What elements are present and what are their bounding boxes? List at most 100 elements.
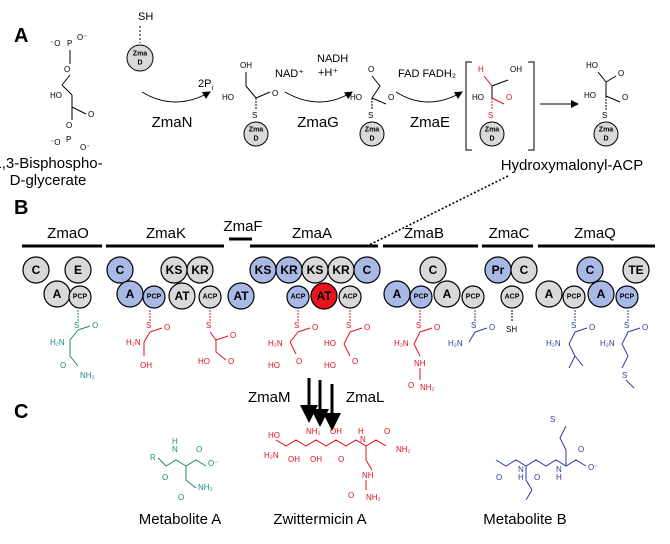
protein-zmaK: ZmaK (146, 225, 186, 242)
svg-text:O: O (642, 323, 648, 332)
svg-text:S: S (602, 111, 607, 120)
zmaN-arrow (141, 91, 211, 103)
domain-label-ks-5: KS (166, 263, 183, 277)
svg-text:H₂N: H₂N (126, 338, 141, 347)
domain-label-pcp-22: PCP (414, 294, 429, 301)
domain-te-29 (622, 256, 650, 284)
svg-text:D: D (489, 136, 494, 143)
domain-c-20 (419, 256, 447, 284)
domain-label-kr-6: KR (191, 263, 209, 277)
zmaN-label: ZmaN (152, 114, 193, 131)
svg-text:D: D (253, 136, 258, 143)
zmaE-label: ZmaE (410, 114, 450, 131)
svg-text:HO: HO (584, 91, 596, 100)
svg-text:O: O (272, 89, 278, 98)
svg-text:O: O (496, 473, 502, 482)
carrier-label-2: D (137, 60, 142, 67)
domain-e-1 (64, 256, 92, 284)
metabolite-b-structure: O N H O N H O⁻ O S (495, 415, 598, 501)
zmaE-arrow (395, 91, 463, 103)
svg-text:S: S (346, 321, 351, 330)
domain-acp-19 (338, 285, 362, 309)
svg-text:S: S (622, 371, 627, 380)
svg-text:O: O (534, 473, 540, 482)
zmaN-cofactor: 2Pi (198, 78, 213, 92)
svg-text:O: O (434, 323, 440, 332)
metabolite-b-label: Metabolite B (483, 511, 566, 528)
domain-label-pcp-3: PCP (73, 294, 88, 301)
svg-text:O⁻: O⁻ (77, 33, 87, 42)
svg-text:S: S (252, 111, 257, 120)
svg-text:O: O (338, 455, 344, 464)
protein-headers: ZmaO ZmaK ZmaF ZmaA ZmaB ZmaC ZmaQ (22, 218, 655, 248)
svg-text:⁻O: ⁻O (50, 138, 60, 147)
domain-label-acp-19: ACP (343, 294, 358, 301)
svg-text:HO: HO (324, 339, 336, 348)
enol-intermediate: H OH HO O S Zma D (465, 61, 535, 151)
zmaG-label: ZmaG (297, 114, 339, 131)
svg-text:NH₂: NH₂ (198, 483, 213, 492)
svg-text:H: H (556, 473, 562, 482)
svg-text:S: S (206, 321, 211, 330)
svg-text:O: O (162, 473, 168, 482)
svg-text:NH₂: NH₂ (80, 371, 95, 380)
svg-text:O: O (92, 321, 98, 330)
domain-label-pr-25: Pr (492, 263, 505, 277)
panel-label-b: B (14, 197, 28, 219)
svg-text:S: S (146, 321, 151, 330)
svg-text:H₂N: H₂N (268, 339, 283, 348)
domain-pcp-31 (562, 285, 586, 309)
svg-text:H₂N: H₂N (50, 338, 65, 347)
metabolite-a-structure: R O N H O⁻ O O NH₂ (150, 437, 218, 502)
svg-text:O: O (618, 69, 624, 78)
svg-text:H₂N: H₂N (448, 339, 463, 348)
svg-text:O: O (178, 493, 184, 502)
zwittermicin-a-structure: HO H₂N OH NH₂ OH OH O H N O NH₂ NH O NH₂ (264, 427, 411, 502)
domain-c-0 (22, 256, 50, 284)
svg-text:HO: HO (198, 357, 210, 366)
svg-text:O⁻: O⁻ (208, 459, 218, 468)
svg-text:Zma: Zma (599, 127, 614, 134)
svg-text:⁻O: ⁻O (50, 39, 60, 48)
svg-text:Zma: Zma (485, 127, 500, 134)
zmaG-cofactor-h: +H⁺ (318, 67, 338, 79)
svg-text:O: O (408, 381, 414, 390)
domain-label-acp-27: ACP (505, 294, 520, 301)
domain-label-c-20: C (429, 263, 438, 277)
svg-text:HO: HO (268, 361, 280, 370)
domain-label-at-18: AT (316, 289, 332, 303)
svg-text:HO: HO (222, 93, 234, 102)
svg-text:H: H (478, 65, 484, 74)
domain-c-28 (576, 256, 604, 284)
svg-text:S: S (471, 321, 476, 330)
svg-text:NH: NH (362, 471, 374, 480)
svg-text:H: H (358, 427, 364, 436)
zmaE-cofactors: FAD FADH₂ (398, 68, 456, 80)
svg-text:H₂N: H₂N (600, 339, 615, 348)
protein-zmaA: ZmaA (292, 225, 332, 242)
domain-c-4 (106, 256, 134, 284)
domain-kr-6 (186, 256, 214, 284)
zmaM-label: ZmaM (248, 389, 291, 406)
svg-text:Zma: Zma (249, 127, 264, 134)
bisphosphoglycerate-structure: ⁻O O⁻ P O HO O O P ⁻O O⁻ (50, 33, 94, 152)
svg-text:O⁻: O⁻ (80, 143, 90, 152)
svg-text:N: N (518, 465, 524, 474)
svg-text:OH: OH (140, 361, 152, 370)
svg-text:O⁻: O⁻ (588, 463, 598, 472)
svg-text:OH: OH (510, 65, 522, 74)
svg-text:P: P (67, 39, 72, 48)
svg-text:O: O (352, 357, 358, 366)
domain-label-a-2: A (53, 287, 62, 301)
svg-text:O: O (196, 445, 202, 454)
domain-acp-27 (500, 285, 524, 309)
svg-text:O: O (230, 331, 236, 340)
svg-text:S: S (74, 321, 79, 330)
protein-zmaF: ZmaF (223, 218, 262, 235)
svg-text:O: O (88, 110, 94, 119)
domain-label-pcp-8: PCP (147, 294, 162, 301)
carrier-label-1: Zma (133, 51, 148, 58)
svg-text:NH: NH (414, 359, 426, 368)
svg-text:O: O (589, 323, 595, 332)
domain-label-c-16: C (363, 263, 372, 277)
